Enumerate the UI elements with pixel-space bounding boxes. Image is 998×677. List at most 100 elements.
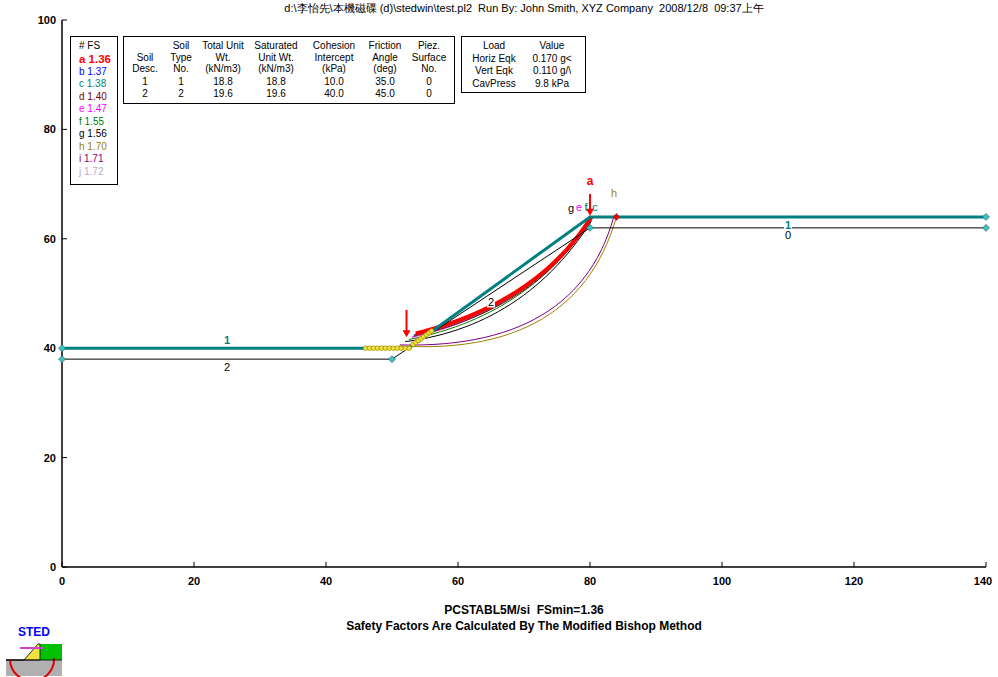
legend-text: e 1.47	[79, 103, 107, 114]
table-cell: 0	[409, 76, 449, 88]
exit-arrow	[406, 310, 408, 332]
table-cell: Vert Eqk	[467, 65, 521, 77]
table-cell: 0	[409, 88, 449, 100]
exit-arrow-head	[403, 330, 411, 337]
axis-tick: 0	[59, 576, 65, 587]
table-cell: 0.110 g/\	[524, 65, 580, 77]
table-cell: 2	[164, 88, 198, 100]
table-cell: 1	[164, 76, 198, 88]
axis-tick: 40	[44, 343, 56, 354]
table-cell: CavPress	[467, 78, 521, 90]
legend-text: h 1.70	[79, 141, 107, 152]
search-point	[407, 346, 412, 351]
table-cell: Saturated Unit Wt. (kN/m3)	[248, 40, 304, 75]
search-point	[429, 329, 434, 334]
axis-tick: 80	[584, 576, 596, 587]
legend-entry: h 1.70	[79, 141, 111, 154]
table-cell: 18.8	[201, 76, 245, 88]
surface-letter: f	[584, 202, 587, 213]
legend-text: i 1.71	[79, 153, 103, 164]
failure-surface	[400, 217, 614, 345]
axis-tick: 80	[44, 124, 56, 135]
vertex-marker	[389, 356, 396, 363]
legend-entry: f 1.55	[79, 116, 111, 129]
soil-number: 1	[223, 335, 231, 346]
legend-text: c 1.38	[79, 78, 106, 89]
table-cell: Horiz Eqk	[467, 53, 521, 65]
load-table: LoadValueHoriz Eqk0.170 g<Vert Eqk0.110 …	[461, 36, 586, 93]
legend-entry: b 1.37	[79, 66, 111, 79]
axis-tick: 140	[974, 576, 992, 587]
table-cell: 0.170 g<	[524, 53, 580, 65]
failure-surface	[399, 217, 617, 347]
axis-tick: 100	[713, 576, 731, 587]
surface-letter: e	[576, 202, 582, 213]
program-caption: PCSTABL5M/si FSmin=1.36	[444, 604, 604, 616]
table-cell: Total Unit Wt. (kN/m3)	[201, 40, 245, 75]
legend-entry: e 1.47	[79, 103, 111, 116]
legend-text: j 1.72	[79, 166, 103, 177]
surface-letter: h	[611, 188, 617, 199]
sted-logo	[6, 644, 62, 677]
vertex-marker	[613, 213, 620, 220]
table-cell: 1	[129, 76, 161, 88]
method-caption: Safety Factors Are Calculated By The Mod…	[346, 620, 702, 632]
legend-entry: j 1.72	[79, 166, 111, 179]
legend-text: a 1.36	[79, 53, 111, 65]
soil-number: 2	[487, 296, 495, 307]
legend-entry: i 1.71	[79, 153, 111, 166]
axis-tick: 120	[845, 576, 863, 587]
logo-text: STED	[18, 626, 50, 638]
legend-entry: g 1.56	[79, 128, 111, 141]
axis-tick: 20	[44, 452, 56, 463]
slope-geometry	[59, 194, 990, 363]
surface-letter: a	[587, 175, 594, 187]
soil-number: 0	[784, 229, 792, 240]
vertex-marker	[983, 224, 990, 231]
legend-text: g 1.56	[79, 128, 107, 139]
legend-text: d 1.40	[79, 91, 107, 102]
legend-entry: c 1.38	[79, 78, 111, 91]
table-cell: Piez. Surface No.	[409, 40, 449, 75]
table-cell: Soil Type No.	[164, 40, 198, 75]
axis-tick: 40	[320, 576, 332, 587]
vertex-marker	[59, 345, 66, 352]
table-cell: Friction Angle (deg)	[364, 40, 406, 75]
soil-table: Soil Desc.Soil Type No.Total Unit Wt. (k…	[123, 36, 455, 104]
ground-surface	[62, 217, 986, 348]
table-cell: Value	[524, 40, 580, 52]
surface-letter: c	[592, 202, 598, 213]
table-cell: 19.6	[248, 88, 304, 100]
surface-letter: g	[568, 203, 574, 214]
legend-text: f 1.55	[79, 116, 104, 127]
table-cell: 18.8	[248, 76, 304, 88]
vertex-marker	[983, 213, 990, 220]
soil-number: 2	[223, 362, 231, 373]
fs-legend-box: # FSa 1.36b 1.37c 1.38 d 1.40e 1.47 f 1.55…	[70, 36, 118, 185]
table-cell: 10.0	[307, 76, 361, 88]
table-cell: Cohesion Intercept (kPa)	[307, 40, 361, 75]
axis-tick: 0	[50, 562, 56, 573]
legend-entry: a 1.36	[79, 52, 111, 66]
legend-heading: # FS	[79, 40, 111, 52]
legend-text: b 1.37	[79, 66, 107, 77]
file-header: d:\李怡先\本機磁碟 (d)\stedwin\test.pl2 Run By:…	[284, 3, 763, 14]
axes	[62, 20, 986, 567]
table-cell: 45.0	[364, 88, 406, 100]
axis-tick: 60	[44, 233, 56, 244]
vertex-marker	[587, 224, 594, 231]
table-cell: 40.0	[307, 88, 361, 100]
table-cell: 35.0	[364, 76, 406, 88]
soil-boundary	[62, 228, 986, 359]
axis-tick: 20	[188, 576, 200, 587]
legend-entry: d 1.40	[79, 91, 111, 104]
axis-tick: 60	[452, 576, 464, 587]
table-cell: 2	[129, 88, 161, 100]
axis-tick: 100	[38, 15, 56, 26]
exit-arrow	[589, 194, 591, 211]
table-cell: 9.8 kPa	[524, 78, 580, 90]
vertex-marker	[59, 356, 66, 363]
table-cell: Load	[467, 40, 521, 52]
table-cell: 19.6	[201, 88, 245, 100]
table-cell: Soil Desc.	[129, 52, 161, 75]
